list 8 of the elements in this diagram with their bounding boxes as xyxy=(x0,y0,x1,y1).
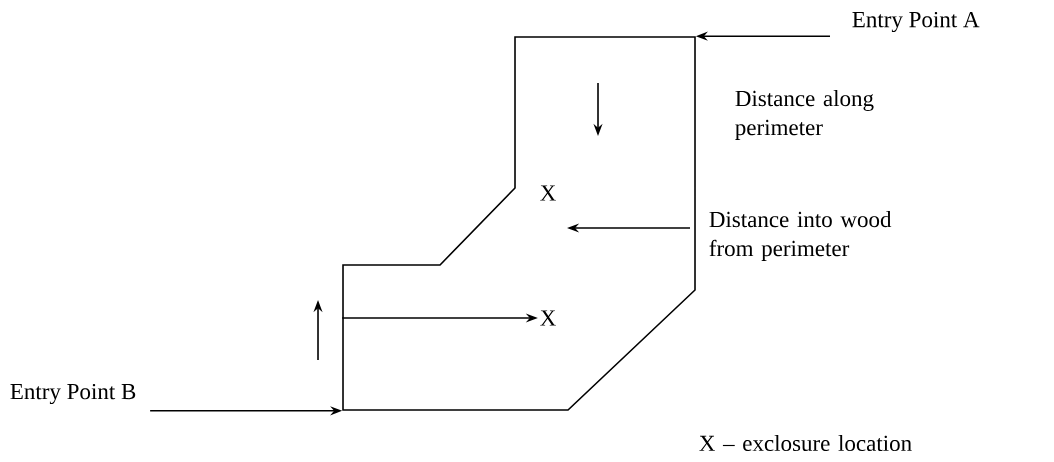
wood-outline xyxy=(342,36,696,411)
entry-label: Entry Point A xyxy=(852,11,980,33)
entry-label: Entry Point B xyxy=(10,383,136,405)
note-text: Distance into wood from perimeter xyxy=(709,211,892,261)
note-text: Distance along perimeter xyxy=(735,90,874,140)
note-text: X – exclosure location xyxy=(699,434,912,452)
exclosure-mark: X xyxy=(540,185,556,201)
exclosure-mark: X xyxy=(540,310,556,326)
